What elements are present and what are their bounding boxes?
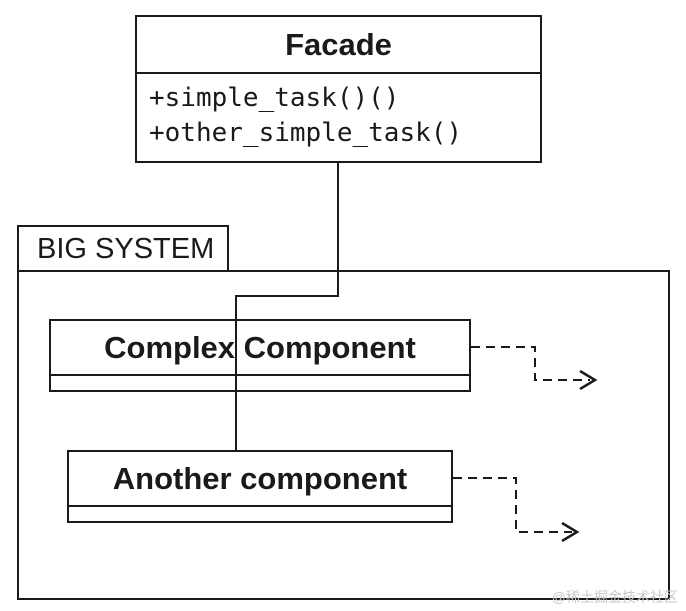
system-package-tab: BIG SYSTEM <box>17 225 229 272</box>
another-dependency-arrowhead <box>561 521 580 543</box>
another-component-attributes <box>69 507 451 523</box>
complex-component-attributes <box>51 376 469 392</box>
facade-method: +simple_task()() <box>149 83 400 113</box>
another-component-title: Another component <box>69 452 451 507</box>
system-package-body <box>17 270 670 600</box>
facade-class-box: Facade +simple_task()() +other_simple_ta… <box>135 15 542 163</box>
facade-title: Facade <box>137 17 540 74</box>
another-dependency-line <box>453 477 572 533</box>
complex-component-title: Complex Component <box>51 321 469 376</box>
watermark-text: @稀土掘金技术社区 <box>551 589 678 605</box>
facade-methods: +simple_task()() +other_simple_task() <box>149 81 462 151</box>
complex-dependency-arrowhead <box>579 369 598 391</box>
facade-connector-line <box>235 162 339 450</box>
facade-method: +other_simple_task() <box>149 118 463 148</box>
complex-dependency-line <box>471 346 590 381</box>
complex-component-box: Complex Component <box>49 319 471 392</box>
another-component-box: Another component <box>67 450 453 523</box>
